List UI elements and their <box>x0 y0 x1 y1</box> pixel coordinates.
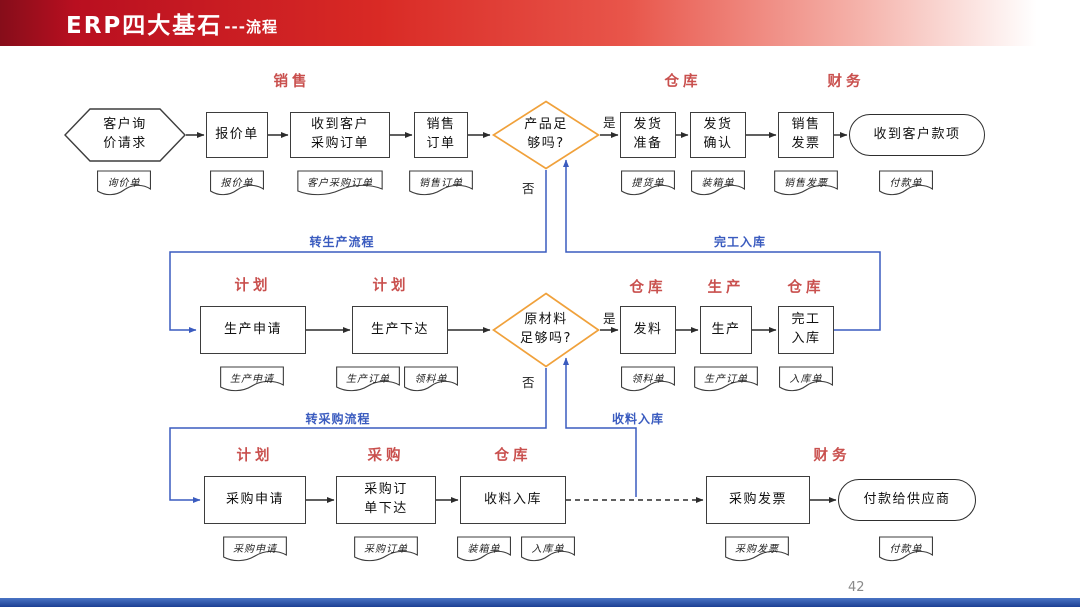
document-purchase-order: 采购订单 <box>354 536 418 562</box>
section-label-warehouse-2: 仓库 <box>629 280 667 296</box>
node-delivery-confirm: 发货确认 <box>690 112 746 158</box>
document-packing-1: 装箱单 <box>691 170 745 196</box>
node-product-enough-decision: 产品足够吗? <box>491 100 601 170</box>
node-purchase-request: 采购申请 <box>204 476 306 524</box>
section-label-purchase: 采购 <box>367 448 405 464</box>
section-label-production: 生产 <box>707 280 745 296</box>
node-customer-inquiry: 客户询价请求 <box>64 108 186 162</box>
connector-label-to-production: 转生产流程 <box>287 233 397 250</box>
node-receive-payment: 收到客户款项 <box>849 114 985 156</box>
node-label: 客户询价请求 <box>103 117 147 151</box>
node-purchase-order-release: 采购订单下达 <box>336 476 436 524</box>
document-quotation: 报价单 <box>210 170 264 196</box>
node-pay-supplier: 付款给供应商 <box>838 479 976 521</box>
document-sales-invoice: 销售发票 <box>774 170 838 196</box>
node-issue-material: 发料 <box>620 306 676 354</box>
document-instock-2: 入库单 <box>521 536 575 562</box>
document-pickup: 提货单 <box>621 170 675 196</box>
page-number: 42 <box>848 580 865 595</box>
label-yes-2: 是 <box>603 311 616 326</box>
connector-label-finished-warehousing: 完工入库 <box>685 233 795 250</box>
node-material-enough-decision: 原材料足够吗? <box>492 292 600 368</box>
connector-label-material-warehousing: 收料入库 <box>583 410 693 427</box>
section-label-sales: 销售 <box>273 74 311 90</box>
node-delivery-prep: 发货准备 <box>620 112 676 158</box>
section-label-plan-b: 计划 <box>372 278 410 294</box>
node-receive-material: 收料入库 <box>460 476 566 524</box>
document-payment-2: 付款单 <box>879 536 933 562</box>
document-picking-1: 领料单 <box>404 366 458 392</box>
document-production-order-2: 生产订单 <box>694 366 758 392</box>
connector-label-to-purchase: 转采购流程 <box>283 410 393 427</box>
document-purchase-request: 采购申请 <box>223 536 287 562</box>
section-label-warehouse-3: 仓库 <box>787 280 825 296</box>
label-no-1: 否 <box>522 181 535 196</box>
node-production-release: 生产下达 <box>352 306 448 354</box>
label-yes-1: 是 <box>603 115 616 130</box>
slide-title: ERP四大基石 <box>66 13 223 39</box>
bottom-bar <box>0 598 1080 607</box>
document-packing-2: 装箱单 <box>457 536 511 562</box>
document-inquiry: 询价单 <box>97 170 151 196</box>
document-sales-order: 销售订单 <box>409 170 473 196</box>
title-bar: ERP四大基石 ---流程 <box>0 0 1080 46</box>
section-label-warehouse-1: 仓库 <box>664 74 702 90</box>
node-quotation: 报价单 <box>206 112 268 158</box>
node-received-customer-po: 收到客户采购订单 <box>290 112 390 158</box>
document-customer-po: 客户采购订单 <box>297 170 383 196</box>
document-production-request: 生产申请 <box>220 366 284 392</box>
section-label-finance-2: 财务 <box>813 448 851 464</box>
document-production-order-1: 生产订单 <box>336 366 400 392</box>
node-production-request: 生产申请 <box>200 306 306 354</box>
node-purchase-invoice: 采购发票 <box>706 476 810 524</box>
document-purchase-invoice: 采购发票 <box>725 536 789 562</box>
node-sales-invoice: 销售发票 <box>778 112 834 158</box>
document-instock-1: 入库单 <box>779 366 833 392</box>
node-finished-instock: 完工入库 <box>778 306 834 354</box>
document-payment-1: 付款单 <box>879 170 933 196</box>
node-sales-order: 销售订单 <box>414 112 468 158</box>
section-label-finance-1: 财务 <box>827 74 865 90</box>
label-no-2: 否 <box>522 375 535 390</box>
slide-title-suffix: ---流程 <box>224 17 278 36</box>
node-production: 生产 <box>700 306 752 354</box>
document-picking-2: 领料单 <box>621 366 675 392</box>
section-label-plan-c: 计划 <box>236 448 274 464</box>
section-label-warehouse-4: 仓库 <box>494 448 532 464</box>
section-label-plan-a: 计划 <box>234 278 272 294</box>
